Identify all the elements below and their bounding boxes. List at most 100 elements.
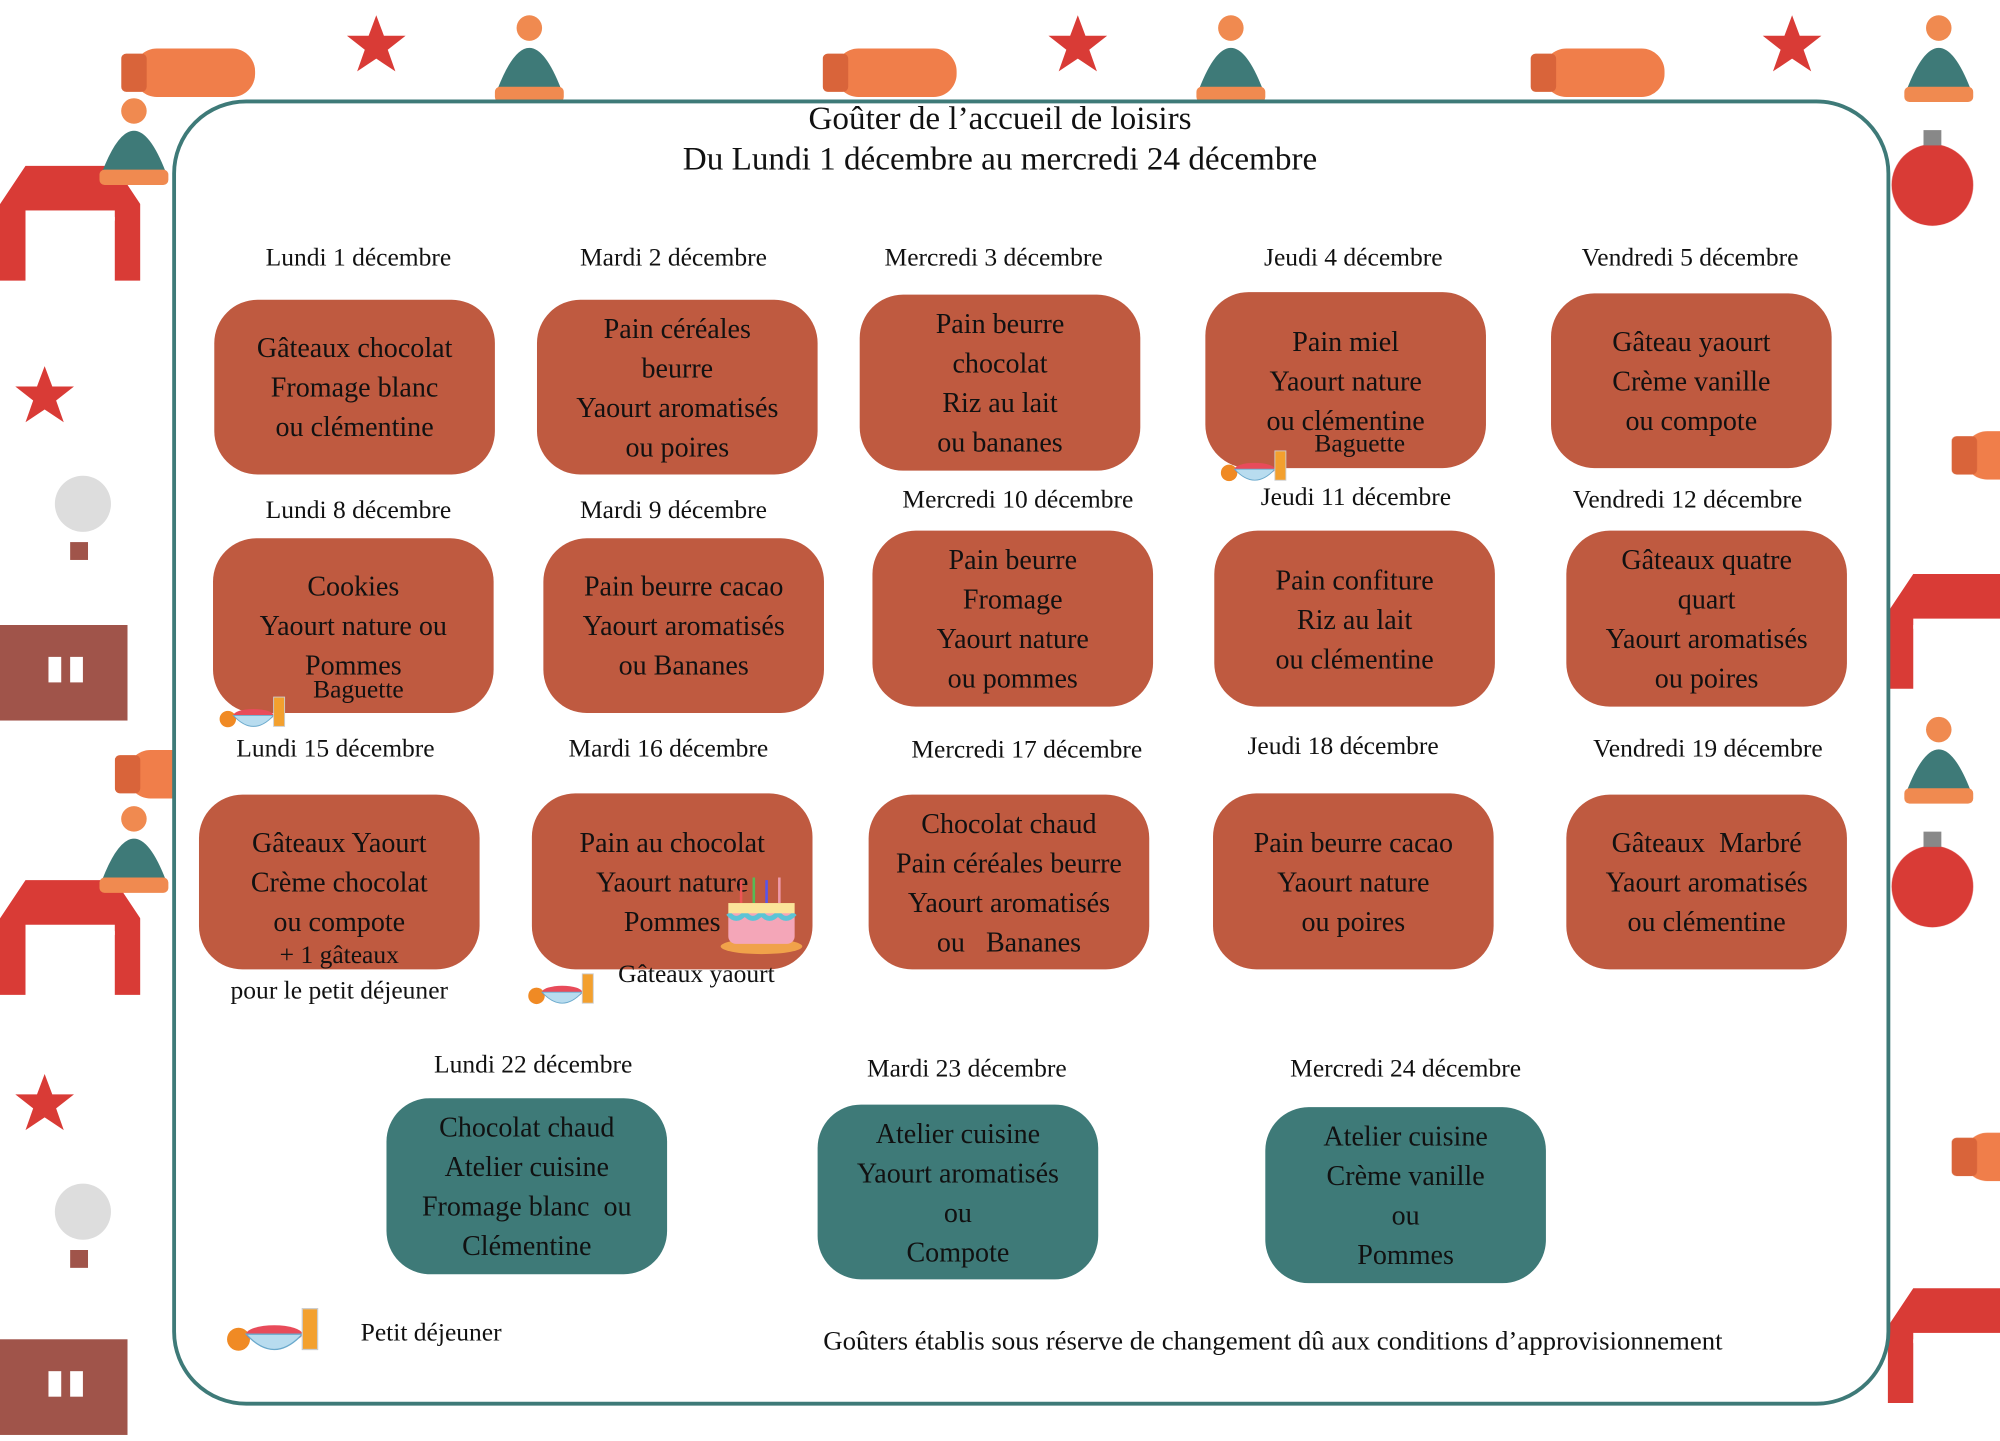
day-label: Vendredi 5 décembre bbox=[1581, 243, 1799, 272]
page-subtitle: Du Lundi 1 décembre au mercredi 24 décem… bbox=[682, 140, 1318, 178]
snack-item: Crème chocolat bbox=[250, 866, 428, 898]
birthday-cake-icon bbox=[718, 875, 805, 963]
snack-item: beurre bbox=[641, 351, 714, 384]
day-label: Mercredi 17 décembre bbox=[911, 735, 1143, 765]
day-label: Jeudi 4 décembre bbox=[1264, 243, 1443, 272]
snack-item: ou compote bbox=[1625, 404, 1758, 437]
snack-item: ou bbox=[943, 1195, 972, 1228]
ornament-decoration-icon bbox=[1888, 829, 1977, 950]
snack-item: Pain au chocolat bbox=[579, 825, 765, 858]
house-decoration-icon bbox=[0, 1314, 128, 1441]
hat-decoration-icon bbox=[96, 804, 173, 906]
snack-item: Pain beurre bbox=[935, 307, 1065, 340]
snack-item: Compote bbox=[906, 1235, 1010, 1268]
extra-note: pour le petit déjeuner bbox=[230, 977, 449, 1006]
extra-note: + 1 gâteaux bbox=[279, 941, 399, 970]
snack-item: Yaourt nature bbox=[596, 865, 749, 898]
snack-item: Yaourt nature bbox=[1277, 865, 1430, 898]
snack-item: Riz au lait bbox=[942, 386, 1058, 419]
snack-item: Pain miel bbox=[1292, 324, 1400, 357]
snack-item: Gâteaux chocolat bbox=[256, 331, 453, 364]
sweater-decoration-icon bbox=[1887, 561, 2000, 708]
snack-item: Atelier cuisine bbox=[444, 1150, 609, 1183]
house-decoration-icon bbox=[0, 599, 128, 727]
snack-item: Yaourt nature bbox=[1269, 364, 1422, 397]
snack-item: Gâteaux quatre bbox=[1621, 543, 1792, 576]
snack-item: ou pommes bbox=[947, 661, 1078, 694]
mitten-decoration-icon bbox=[1530, 38, 1671, 108]
page-title: Goûter de l’accueil de loisirs bbox=[808, 99, 1192, 137]
snack-item: Crème vanille bbox=[1326, 1159, 1485, 1192]
snack-item: Riz au lait bbox=[1296, 602, 1413, 635]
hat-decoration-icon bbox=[1901, 714, 1978, 816]
snack-item: Crème vanille bbox=[1612, 364, 1771, 397]
star-decoration-icon bbox=[344, 13, 408, 83]
snack-item: Atelier cuisine bbox=[1323, 1119, 1488, 1152]
snack-item: Pain céréales beurre bbox=[895, 846, 1122, 879]
snack-item: Pommes bbox=[304, 649, 402, 682]
day-label: Vendredi 12 décembre bbox=[1572, 485, 1803, 515]
snack-item: Yaourt aromatisés bbox=[582, 609, 785, 642]
breakfast-note: Baguette bbox=[313, 676, 404, 705]
cloud-decoration-icon bbox=[38, 466, 127, 574]
mitten-decoration-icon bbox=[822, 38, 963, 108]
star-decoration-icon bbox=[13, 364, 77, 434]
sweater-decoration-icon bbox=[0, 867, 141, 1014]
sweater-decoration-icon bbox=[1887, 1276, 2000, 1423]
snack-item: ou Bananes bbox=[618, 649, 749, 682]
star-decoration-icon bbox=[1046, 13, 1110, 83]
snack-item: Fromage blanc bbox=[270, 371, 439, 404]
snack-item: Pain céréales bbox=[603, 311, 751, 344]
snack-item: Chocolat chaud bbox=[921, 806, 1097, 839]
snack-item: Yaourt aromatisés bbox=[907, 885, 1110, 918]
snack-item: Fromage bbox=[962, 582, 1063, 615]
snack-item: ou poires bbox=[1301, 904, 1406, 937]
hat-decoration-icon bbox=[491, 13, 568, 115]
day-label: Mercredi 3 décembre bbox=[884, 243, 1103, 272]
snack-item: Pain beurre bbox=[948, 543, 1078, 576]
snack-item: chocolat bbox=[952, 346, 1048, 379]
snack-item: Gâteaux Yaourt bbox=[251, 826, 427, 859]
snack-item: Yaourt aromatisés bbox=[856, 1156, 1059, 1189]
snack-item: Atelier cuisine bbox=[875, 1116, 1041, 1149]
snack-item: Pain beurre cacao bbox=[1253, 825, 1454, 858]
snack-item: Yaourt aromatisés bbox=[1605, 622, 1808, 655]
snack-item: Clémentine bbox=[462, 1229, 592, 1262]
day-label: Lundi 15 décembre bbox=[236, 734, 435, 763]
snack-item: ou bbox=[1391, 1198, 1420, 1231]
snack-item: Yaourt nature ou bbox=[259, 609, 447, 642]
breakfast-icon bbox=[1218, 446, 1289, 491]
snack-item: ou bananes bbox=[937, 426, 1063, 458]
breakfast-icon bbox=[217, 693, 288, 738]
star-decoration-icon bbox=[1760, 13, 1824, 83]
snack-item: Yaourt aromatisés bbox=[576, 390, 779, 423]
snack-item: ou compote bbox=[273, 905, 406, 938]
breakfast-note: Baguette bbox=[1314, 429, 1406, 458]
snack-item: Yaourt aromatisés bbox=[1605, 866, 1808, 898]
breakfast-note: Gâteaux yaourt bbox=[618, 960, 775, 989]
day-label: Jeudi 11 décembre bbox=[1260, 483, 1452, 512]
snack-item: Yaourt nature bbox=[936, 622, 1089, 655]
snack-item: Gâteaux Marbré bbox=[1611, 826, 1802, 859]
snack-item: Pommes bbox=[623, 904, 721, 937]
day-label: Mardi 16 décembre bbox=[568, 734, 769, 763]
snack-item: Pommes bbox=[1357, 1238, 1454, 1271]
supply-disclaimer: Goûters établis sous réserve de changeme… bbox=[823, 1325, 1723, 1356]
snack-item: Gâteau yaourt bbox=[1612, 325, 1771, 358]
day-label: Lundi 22 décembre bbox=[433, 1051, 633, 1080]
day-label: Mercredi 10 décembre bbox=[902, 485, 1134, 515]
